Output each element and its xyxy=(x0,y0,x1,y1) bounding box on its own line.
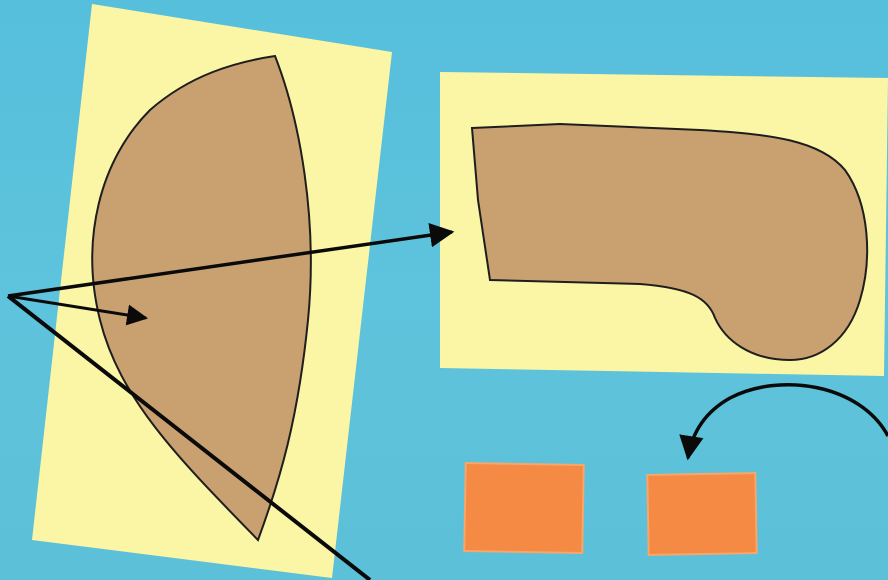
orange-tile-left xyxy=(464,463,584,553)
curved-arrow xyxy=(688,385,888,458)
orange-tile-right xyxy=(647,473,756,555)
